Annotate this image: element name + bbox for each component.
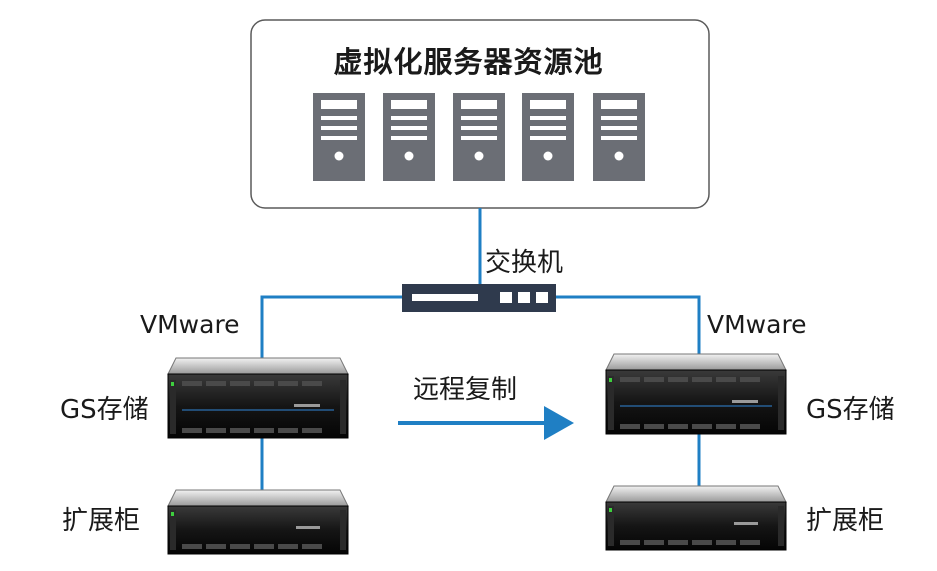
storage-array-icon	[605, 353, 787, 435]
right-expansion-label: 扩展柜	[806, 506, 885, 536]
left-storage-label: GS存储	[60, 395, 149, 425]
pool-title: 虚拟化服务器资源池	[333, 45, 604, 79]
expansion-enclosure-icon	[167, 489, 349, 555]
right-storage-label: GS存储	[806, 395, 895, 425]
network-switch-icon	[402, 284, 556, 312]
switch-to-left-storage-link	[260, 295, 402, 360]
left-expansion-label: 扩展柜	[62, 506, 141, 536]
arrow-right-icon	[398, 406, 574, 440]
right-vmware-label: VMware	[707, 310, 807, 339]
server-tower-icon	[383, 93, 435, 181]
expansion-enclosure-icon	[605, 485, 787, 551]
server-tower-icon	[593, 93, 645, 181]
storage-array-icon	[167, 357, 349, 439]
server-tower-icon	[313, 93, 365, 181]
network-links	[260, 208, 701, 492]
replication-label: 远程复制	[413, 375, 518, 405]
switch-label: 交换机	[485, 248, 564, 278]
server-tower-icon	[522, 93, 574, 181]
left-vmware-label: VMware	[140, 310, 240, 339]
server-tower-icon	[453, 93, 505, 181]
server-group	[313, 93, 645, 181]
switch-to-right-storage-link	[556, 295, 701, 356]
